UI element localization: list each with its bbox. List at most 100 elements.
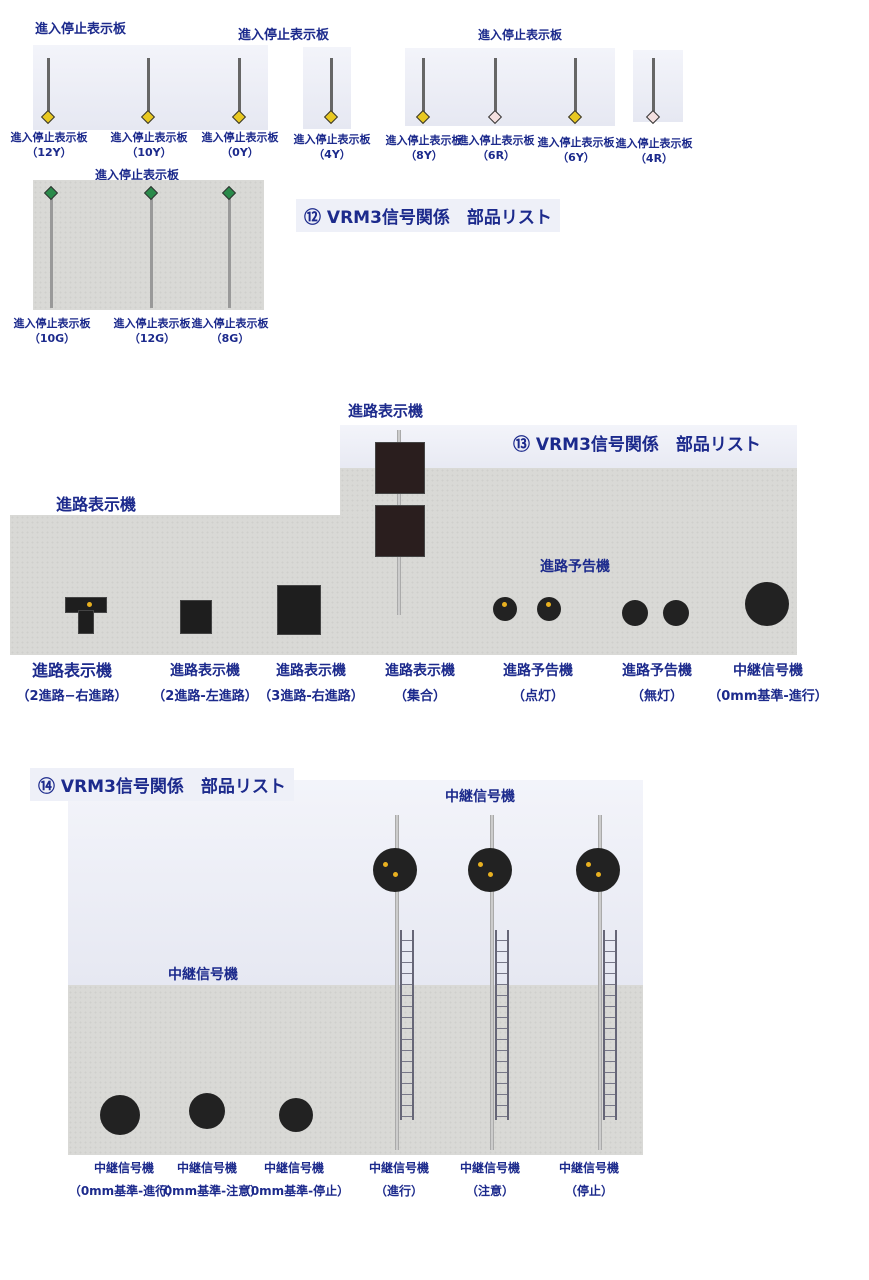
- lamp: [546, 602, 551, 607]
- item-variant: （6Y）: [557, 151, 595, 164]
- item-variant: （4R）: [634, 152, 674, 165]
- heading: 進路表示機: [348, 402, 424, 420]
- item-variant: （2進路-左進路）: [152, 689, 258, 704]
- repeater-signal: [745, 582, 789, 626]
- sign-pole: [494, 58, 497, 112]
- heading: 進入停止表示板: [95, 168, 180, 182]
- item-label: 進路予告機: [503, 663, 573, 679]
- item-variant: （停止）: [564, 1184, 614, 1198]
- item-variant: （6R）: [476, 149, 516, 162]
- item-label: 進入停止表示板: [457, 134, 535, 147]
- sign-pole: [422, 58, 425, 112]
- item-label: 進入停止表示板: [615, 137, 693, 150]
- item-variant: （4Y）: [313, 148, 351, 161]
- item-variant: （8G）: [210, 332, 250, 345]
- sign-pole: [50, 198, 53, 308]
- route-forecast-unlit: [622, 600, 648, 626]
- item-variant: （3進路-右進路）: [258, 689, 364, 704]
- signal-mast: [598, 815, 602, 1150]
- lamp: [488, 872, 493, 877]
- repeater-signal: [189, 1093, 225, 1129]
- heading: 進入停止表示板: [478, 28, 563, 42]
- route-indicator-2-left: [180, 600, 212, 634]
- signal-mast: [395, 815, 399, 1150]
- sign-pole: [47, 58, 50, 112]
- item-label: 進路表示機: [385, 663, 455, 679]
- lamp: [393, 872, 398, 877]
- item-variant: （点灯）: [511, 689, 565, 704]
- item-label: 進入停止表示板: [113, 317, 191, 330]
- item-label: 進入停止表示板: [110, 131, 188, 144]
- route-indicator-combined: [375, 505, 425, 557]
- heading: 中継信号機: [168, 967, 238, 983]
- item-label: 中継信号機: [176, 1161, 238, 1175]
- item-variant: （2進路−右進路）: [16, 689, 128, 704]
- sign-pole: [150, 198, 153, 308]
- item-variant: （10Y）: [126, 146, 172, 159]
- sign-pole: [330, 58, 333, 112]
- item-label: 進入停止表示板: [10, 131, 88, 144]
- repeater-signal: [279, 1098, 313, 1132]
- item-variant: （無灯）: [630, 689, 684, 704]
- item-variant: （進行）: [374, 1184, 424, 1198]
- item-label: 中継信号機: [263, 1161, 325, 1175]
- repeater-signal-head: [576, 848, 620, 892]
- lamp: [383, 862, 388, 867]
- lamp: [502, 602, 507, 607]
- signal-mast: [490, 815, 494, 1150]
- section-title: ⑫ VRM3信号関係 部品リスト: [296, 199, 560, 232]
- item-label: 中継信号機: [93, 1161, 155, 1175]
- sign-pole: [147, 58, 150, 112]
- item-label: 進入停止表示板: [537, 136, 615, 149]
- item-variant: （0mm基準-停止）: [238, 1184, 350, 1198]
- repeater-signal-head: [468, 848, 512, 892]
- item-variant: （0mm基準-注意）: [151, 1184, 263, 1198]
- sign-pole: [228, 198, 231, 308]
- item-variant: （10G）: [28, 332, 76, 345]
- heading: 中継信号機: [445, 789, 515, 805]
- item-label: 進入停止表示板: [293, 133, 371, 146]
- heading: 進入停止表示板: [238, 28, 330, 43]
- image-panel: [68, 780, 643, 987]
- item-label: 進入停止表示板: [191, 317, 269, 330]
- item-variant: （12Y）: [26, 146, 72, 159]
- lamp: [596, 872, 601, 877]
- item-variant: （集合）: [393, 689, 447, 704]
- item-variant: （注意）: [465, 1184, 515, 1198]
- lamp: [87, 602, 92, 607]
- heading: 進入停止表示板: [35, 22, 127, 37]
- ladder: [603, 930, 617, 1120]
- heading: 進路表示機: [56, 495, 137, 514]
- sign-pole: [574, 58, 577, 112]
- item-label: 進路表示機: [31, 661, 113, 680]
- image-panel: [33, 180, 264, 310]
- item-label: 中継信号機: [459, 1161, 521, 1175]
- heading: 進路予告機: [540, 559, 610, 575]
- sign-pole: [238, 58, 241, 112]
- item-label: 進入停止表示板: [385, 134, 463, 147]
- route-indicator-3-right: [277, 585, 321, 635]
- repeater-signal: [100, 1095, 140, 1135]
- lamp: [478, 862, 483, 867]
- section-title: ⑬ VRM3信号関係 部品リスト: [513, 435, 761, 455]
- image-panel: [633, 50, 683, 122]
- route-indicator-combined: [375, 442, 425, 494]
- item-label: 進入停止表示板: [201, 131, 279, 144]
- image-panel: [405, 48, 615, 126]
- item-label: 中継信号機: [558, 1161, 620, 1175]
- ladder: [400, 930, 414, 1120]
- repeater-signal-head: [373, 848, 417, 892]
- item-variant: （0mm基準-進行）: [68, 1184, 180, 1198]
- lamp: [586, 862, 591, 867]
- route-forecast-lit: [537, 597, 561, 621]
- item-label: 中継信号機: [733, 663, 803, 679]
- item-variant: （12G）: [128, 332, 176, 345]
- item-variant: （8Y）: [405, 149, 443, 162]
- item-variant: （0Y）: [221, 146, 259, 159]
- item-label: 進路表示機: [276, 663, 346, 679]
- item-label: 進路表示機: [170, 663, 240, 679]
- ladder: [495, 930, 509, 1120]
- item-label: 中継信号機: [368, 1161, 430, 1175]
- sign-pole: [652, 58, 655, 112]
